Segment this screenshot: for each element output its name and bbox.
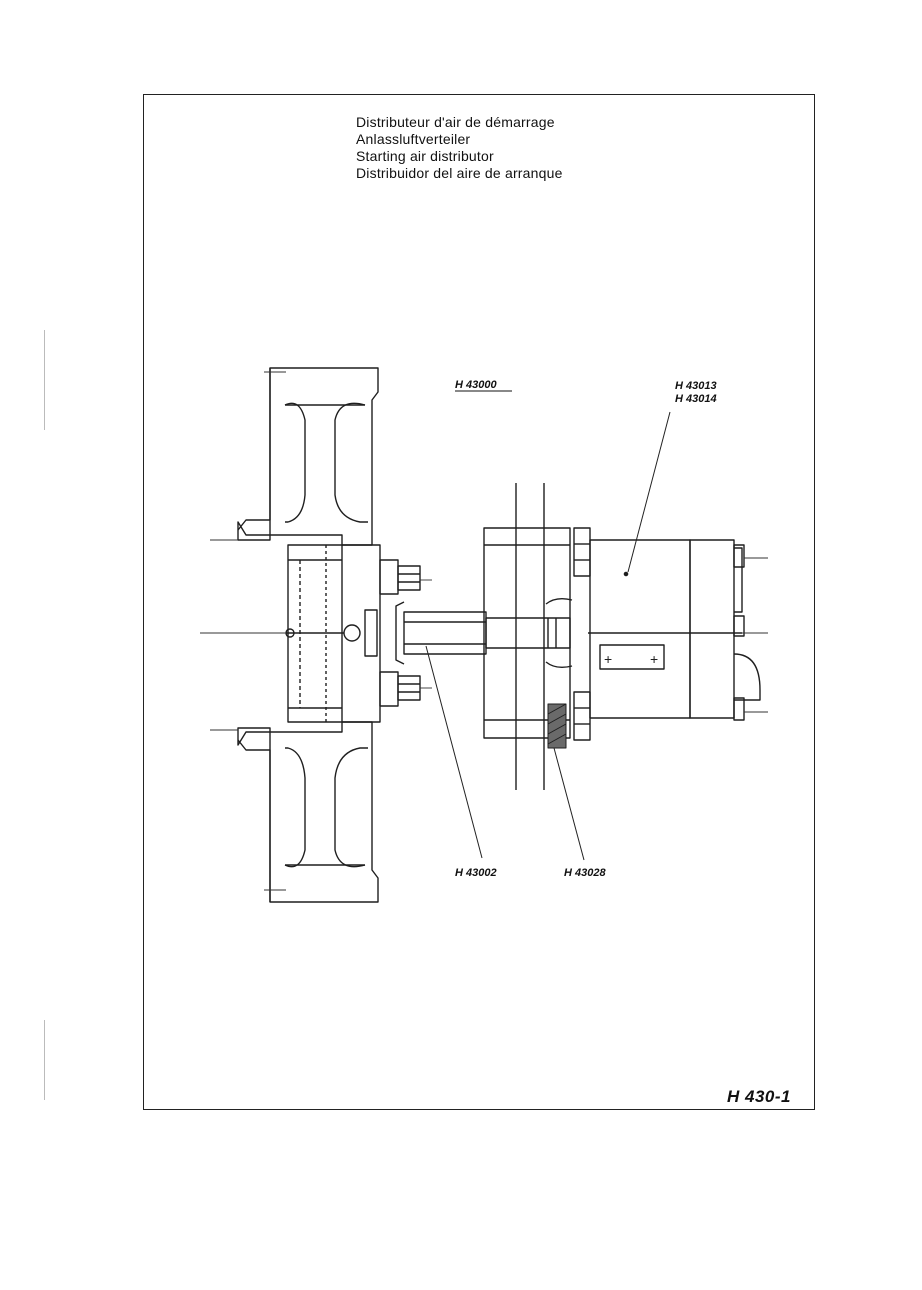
flywheel-upper-section bbox=[237, 367, 379, 546]
svg-text:+: + bbox=[604, 651, 612, 667]
hub-bolt-lower bbox=[379, 671, 421, 707]
hub-bolt-upper bbox=[379, 559, 421, 595]
housing-bolt-upper bbox=[573, 527, 591, 577]
drawing-frame bbox=[143, 94, 815, 1110]
label-housing-a: H 43013 bbox=[675, 380, 717, 392]
leader-lines bbox=[425, 411, 671, 861]
svg-text:+: + bbox=[650, 651, 658, 667]
gasket-hatch bbox=[547, 703, 567, 749]
label-assembly: H 43000 bbox=[455, 379, 497, 391]
part-labels: H 43000 H 43013 H 43014 H 43002 H 43028 bbox=[455, 379, 717, 879]
mounting-plate bbox=[483, 483, 573, 790]
centre-lines bbox=[200, 371, 768, 891]
label-gasket: H 43028 bbox=[564, 867, 606, 879]
page-reference: H 430-1 bbox=[727, 1087, 791, 1106]
flywheel-lower-section bbox=[237, 721, 379, 903]
title-block: Distributeur d'air de démarrage Anlasslu… bbox=[356, 114, 563, 182]
label-housing-b: H 43014 bbox=[675, 393, 717, 405]
scan-margin-mark bbox=[44, 330, 45, 430]
title-english: Starting air distributor bbox=[356, 148, 494, 164]
title-french: Distributeur d'air de démarrage bbox=[356, 114, 555, 130]
title-spanish: Distribuidor del aire de arranque bbox=[356, 165, 563, 181]
housing-end-bolts bbox=[733, 544, 745, 721]
housing-bolt-lower bbox=[573, 691, 591, 741]
scan-margin-mark bbox=[44, 1020, 45, 1100]
label-shaft: H 43002 bbox=[455, 867, 497, 879]
title-german: Anlassluftverteiler bbox=[356, 131, 471, 147]
